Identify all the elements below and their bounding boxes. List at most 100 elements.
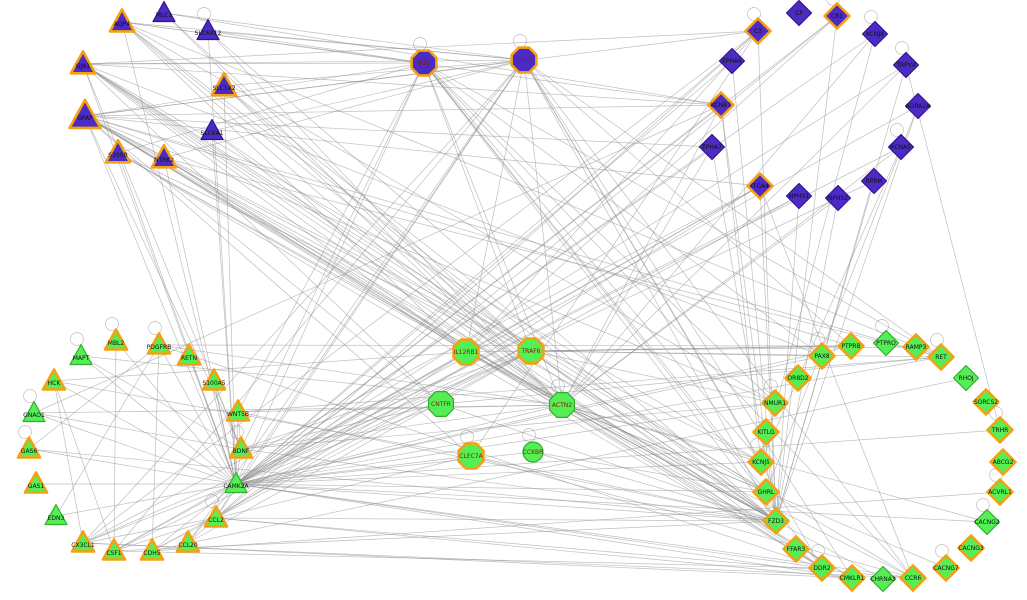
edge (121, 21, 237, 485)
node-CMKLR1[interactable] (838, 564, 866, 592)
node-CSF1[interactable] (101, 538, 127, 561)
edge (235, 429, 1001, 485)
node-KITLG[interactable] (752, 418, 780, 446)
edge (84, 115, 242, 450)
node-GAS1[interactable] (23, 471, 49, 494)
edge (731, 60, 777, 522)
edge (523, 59, 777, 522)
node-TRAF6[interactable] (517, 337, 545, 365)
node-KCNA5[interactable] (887, 133, 915, 161)
node-NPHS2[interactable] (824, 184, 852, 212)
node-CP[interactable] (785, 0, 813, 27)
node-FFAR3[interactable] (782, 535, 810, 563)
node-S100B[interactable] (104, 139, 132, 164)
node-GFAP[interactable] (68, 98, 102, 130)
node-CNTFR[interactable] (428, 391, 454, 417)
node-DDR2[interactable] (808, 554, 836, 582)
node-BDNF[interactable] (228, 436, 254, 459)
node-EPHA7[interactable] (698, 133, 726, 161)
node-SLC6A1[interactable] (200, 118, 224, 141)
edge (121, 21, 563, 406)
self-loop (70, 332, 84, 346)
node-OR8D2[interactable] (784, 364, 812, 392)
node-KCNB1[interactable] (707, 91, 735, 119)
node-AQP4[interactable] (108, 8, 136, 33)
edge (84, 115, 442, 405)
node-ACVRL1[interactable] (986, 478, 1014, 506)
node-EDN3[interactable] (44, 503, 68, 526)
edge (223, 85, 777, 522)
edge (215, 517, 914, 579)
node-WNT5B[interactable] (225, 399, 251, 422)
node-PAX8[interactable] (808, 342, 836, 370)
node-ITGA4[interactable] (746, 172, 774, 200)
edge (33, 104, 722, 414)
node-ABCG2[interactable] (989, 448, 1017, 476)
node-SLC6A12[interactable] (196, 18, 220, 41)
node-CAMK2A[interactable] (224, 471, 248, 494)
node-CCL2[interactable] (203, 505, 229, 528)
edge (82, 63, 762, 463)
node-CCL20[interactable] (175, 530, 201, 553)
node-FZD3[interactable] (762, 507, 790, 535)
node-RHOJ[interactable] (952, 364, 980, 392)
node-CR1[interactable] (823, 2, 851, 30)
node-CLEC7A[interactable] (457, 442, 485, 470)
node-IL12RB1[interactable] (452, 338, 480, 366)
node-TRHR[interactable] (986, 416, 1014, 444)
node-CCKBR[interactable] (522, 441, 544, 463)
edge (223, 85, 532, 352)
edge (235, 461, 762, 485)
node-NPHS1[interactable] (785, 182, 813, 210)
node-GHRL[interactable] (752, 478, 780, 506)
node-CACNG3[interactable] (957, 534, 985, 562)
node-TRPV4[interactable] (892, 51, 920, 79)
node-KCNJ8[interactable] (861, 20, 889, 48)
edge (28, 448, 237, 485)
edge (84, 115, 852, 347)
node-ACTN2[interactable] (548, 392, 576, 418)
node-KCNJ5[interactable] (747, 448, 775, 476)
node-CACNG7[interactable] (932, 554, 960, 582)
edge (121, 21, 467, 353)
node-MBL2[interactable] (103, 328, 129, 351)
node-EPHA6[interactable] (718, 47, 746, 75)
node-PDGFRB[interactable] (146, 332, 172, 355)
node-GAS6[interactable] (16, 436, 42, 459)
node-RET[interactable] (927, 343, 955, 371)
node-S100A5[interactable] (201, 368, 227, 391)
node-SORCS2[interactable] (972, 388, 1000, 416)
node-GJA1[interactable] (69, 50, 97, 75)
edge (523, 59, 563, 406)
edge (113, 350, 532, 552)
node-NMUR1[interactable] (761, 389, 789, 417)
edge (82, 63, 823, 357)
node-NTRK2[interactable] (150, 144, 178, 169)
edge (163, 157, 563, 406)
node-ADRA2A[interactable] (904, 92, 932, 120)
edge (151, 377, 967, 552)
node-MLC1[interactable] (152, 0, 176, 23)
node-CSF2[interactable] (510, 46, 538, 74)
node-CCR6[interactable] (899, 564, 927, 592)
self-loop (413, 37, 427, 51)
node-CACNG2[interactable] (973, 508, 1001, 536)
node-SLC1A2[interactable] (210, 72, 238, 97)
node-CDH5[interactable] (139, 538, 165, 561)
node-CHRNA3[interactable] (869, 565, 897, 593)
node-GNAO1[interactable] (22, 400, 46, 423)
node-RETN[interactable] (176, 343, 202, 366)
node-MAPT[interactable] (69, 343, 93, 366)
node-RPRM[interactable] (860, 167, 888, 195)
node-IRS1[interactable] (410, 49, 438, 77)
edge (211, 59, 525, 132)
edge (215, 15, 838, 519)
node-PTPRO[interactable] (872, 329, 900, 357)
node-HCK[interactable] (41, 368, 67, 391)
node-C3[interactable] (744, 17, 772, 45)
node-CX3CL1[interactable] (70, 530, 96, 553)
edge (237, 356, 942, 413)
node-RAMP3[interactable] (902, 333, 930, 361)
node-PTPRB[interactable] (837, 332, 865, 360)
